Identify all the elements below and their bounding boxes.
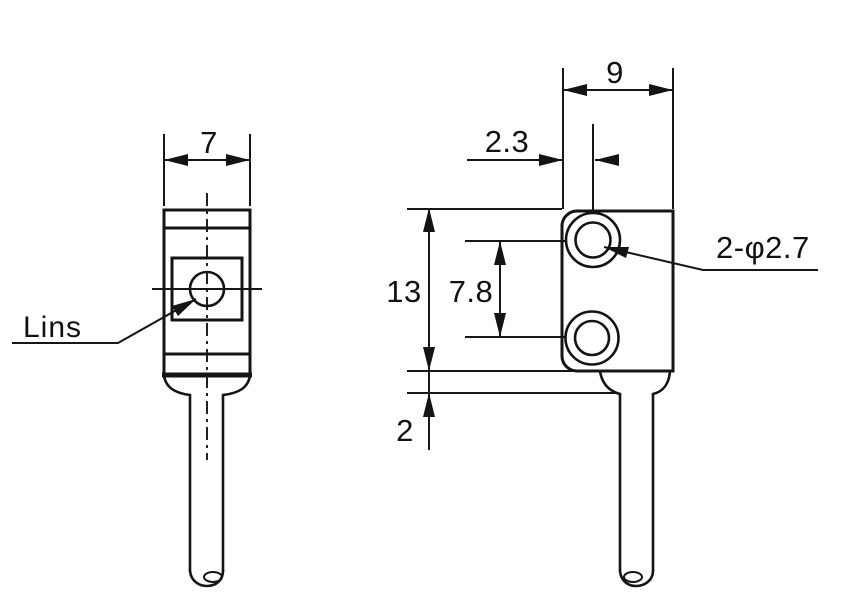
lens-label: Lins [23, 311, 82, 344]
side-cable [618, 392, 655, 573]
height-dimension: 13 [386, 208, 577, 372]
arrowhead-down [494, 313, 506, 337]
side-width-value: 9 [606, 55, 624, 90]
hole-bore [574, 221, 612, 259]
collar-value: 2 [396, 413, 414, 448]
hole-bore [573, 319, 611, 357]
arrowhead-left [563, 84, 587, 96]
side-cable-end [618, 569, 655, 588]
side-cable-tip [623, 571, 643, 583]
side-collar-left [598, 369, 622, 396]
hole-spec-label: 2-φ2.7 [716, 230, 810, 265]
arrowhead-left [164, 154, 188, 166]
front-view: 7 Lins [12, 125, 262, 588]
front-body [162, 208, 252, 377]
lens-leader-line [12, 298, 197, 344]
lens-leader-arrowhead [172, 299, 196, 316]
front-shoulder-right [221, 374, 252, 397]
height-value: 13 [386, 274, 421, 309]
hole-pitch-value: 7.8 [449, 274, 494, 309]
front-width-value: 7 [200, 125, 218, 160]
arrowhead-up [423, 208, 435, 232]
front-shoulder-left [162, 374, 192, 397]
arrowhead-down [423, 347, 435, 371]
mounting-hole-bottom [564, 310, 620, 366]
arrowhead-right [226, 154, 250, 166]
front-cable-tip [203, 571, 223, 583]
arrowhead-left [595, 154, 619, 166]
side-collar-right [651, 369, 672, 396]
hole-offset-dimension: 2.3 [467, 124, 619, 214]
arrowhead-up [423, 393, 435, 417]
arrowhead-right [649, 84, 673, 96]
hole-counterbore [564, 310, 620, 366]
front-cable [188, 393, 225, 573]
front-width-dimension: 7 [163, 125, 251, 206]
hole-spec-leader-line [603, 246, 818, 271]
hole-spec-callout: 2-φ2.7 [603, 230, 818, 271]
hole-counterbore [564, 211, 622, 269]
collar-dimension: 2 [396, 371, 617, 450]
side-body [560, 209, 675, 373]
side-width-dimension: 9 [562, 55, 674, 209]
lens-callout: Lins [12, 298, 197, 344]
hole-spec-arrowhead [604, 247, 629, 258]
side-view: 9 2.3 13 [386, 55, 818, 588]
arrowhead-right [539, 154, 563, 166]
mounting-hole-top [564, 211, 622, 269]
hole-offset-value: 2.3 [485, 124, 530, 159]
arrowhead-up [494, 241, 506, 265]
hole-pitch-dimension: 7.8 [449, 240, 566, 338]
